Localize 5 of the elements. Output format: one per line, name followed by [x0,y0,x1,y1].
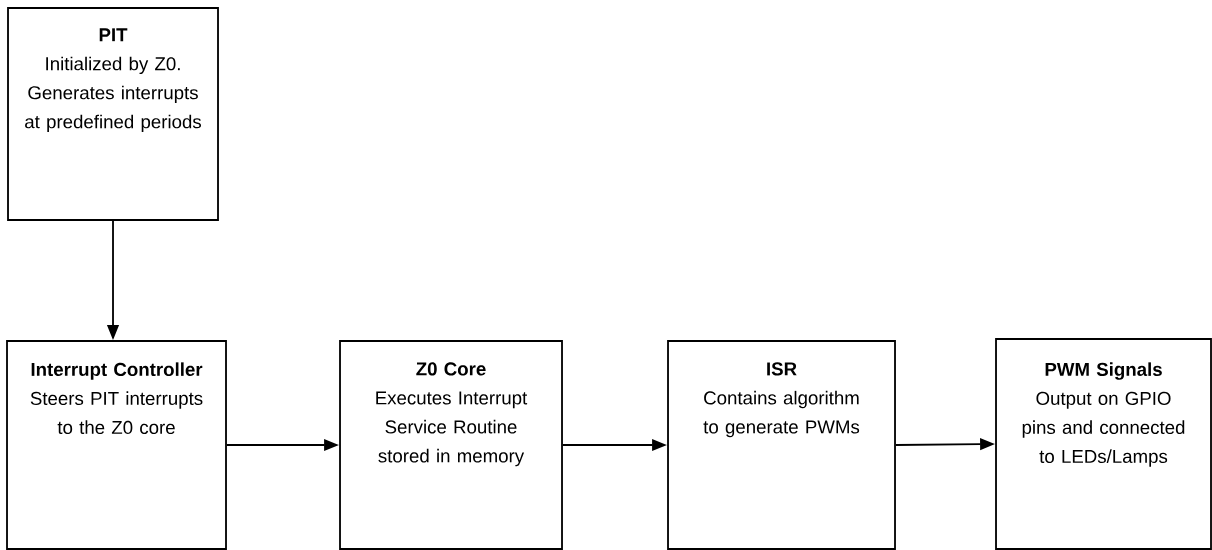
process-box: PIT Initialized by Z0. Generates interrupts at predefined periods [7,7,219,221]
process-box: Interrupt Controller Steers PIT interrupts to the Z0 core [6,340,227,550]
process-box: ISR Contains algorithm to generate PWMs [667,340,896,550]
process-box: PWM Signals Output on GPIO pins and connected to LEDs/Lamps [995,338,1212,550]
process-box: Z0 Core Executes Interrupt Service Routine stored in memory [339,340,563,550]
